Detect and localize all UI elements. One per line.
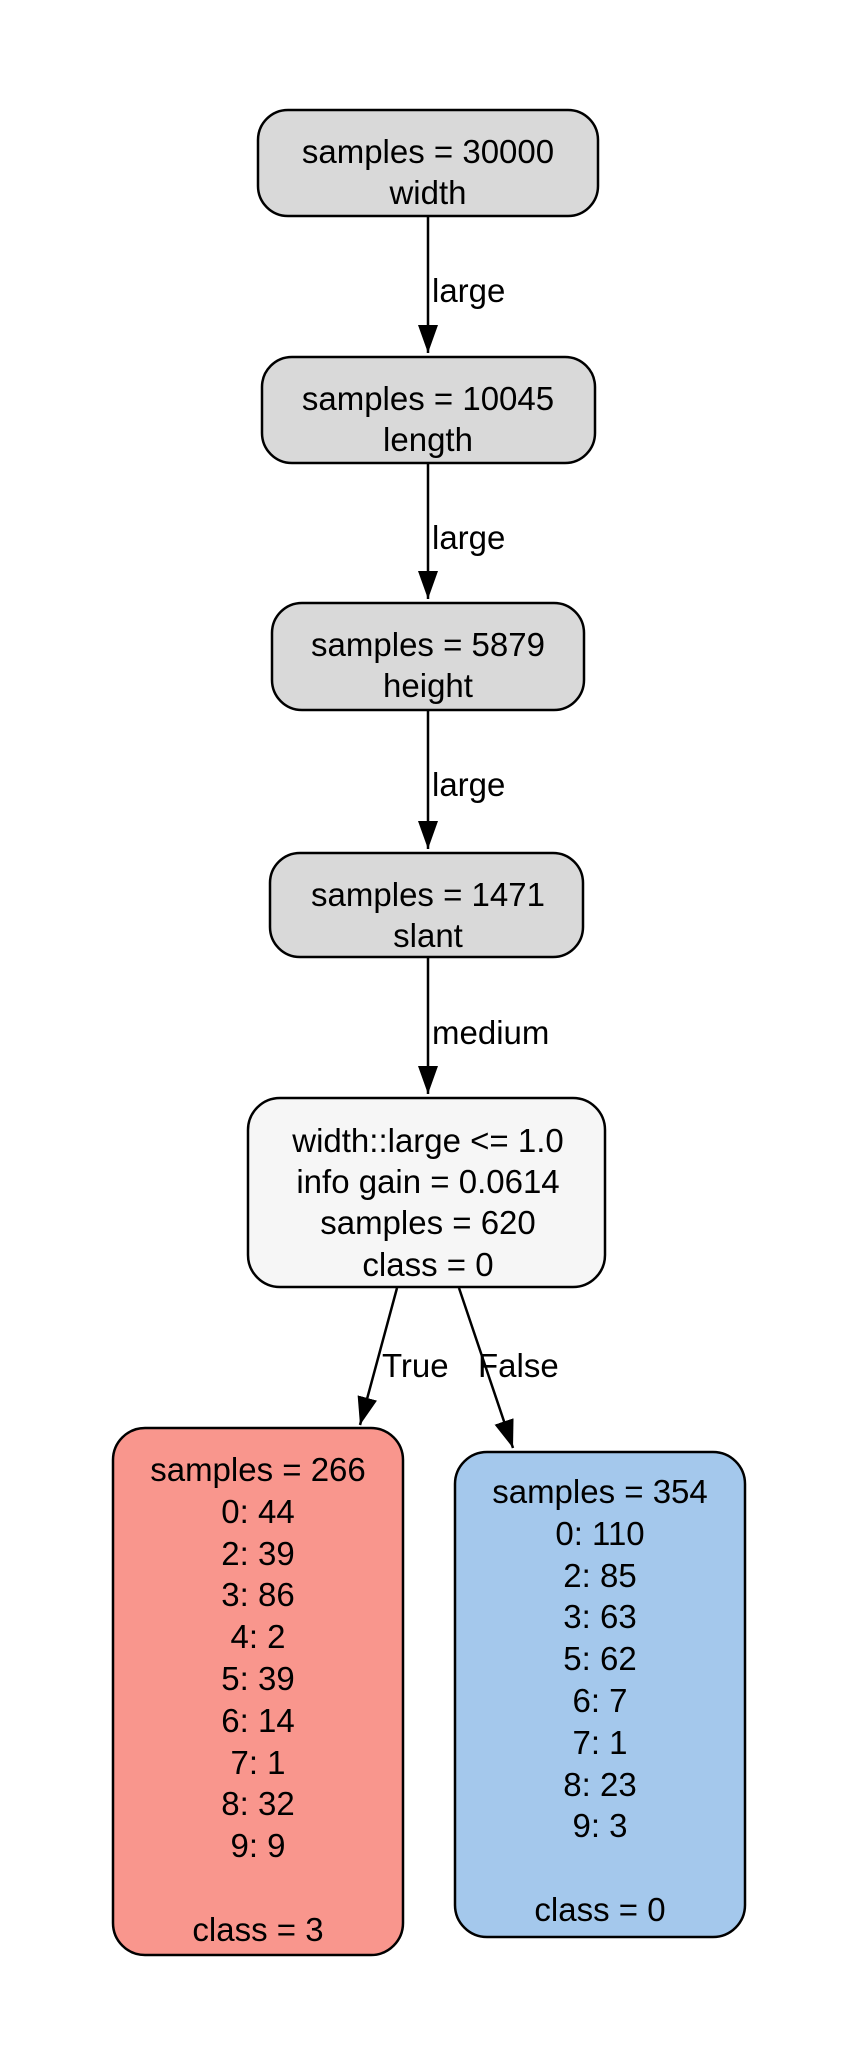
leaf-true-count: 8: 32 (221, 1785, 294, 1822)
node-root-feature: width (388, 174, 466, 211)
node-depth3-feature: slant (393, 917, 463, 954)
leaf-true-class: class = 3 (192, 1911, 323, 1948)
node-depth1-feature: length (383, 421, 473, 458)
leaf-false-samples: samples = 354 (492, 1473, 708, 1510)
node-depth1: samples = 10045 length (260, 355, 597, 465)
node-split-info-gain: info gain = 0.0614 (296, 1163, 559, 1200)
node-leaf-false-box (453, 1450, 747, 1939)
leaf-false-count: 7: 1 (572, 1724, 627, 1761)
node-split-condition: width::large <= 1.0 (291, 1122, 564, 1159)
node-root: samples = 30000 width (256, 108, 600, 218)
leaf-true-count: 4: 2 (230, 1618, 285, 1655)
edge-split-to-leaf-true (357, 1287, 399, 1426)
leaf-true-count: 5: 39 (221, 1660, 294, 1697)
edge-label-large-3: large (432, 766, 505, 803)
leaf-false-count: 6: 7 (572, 1682, 627, 1719)
leaf-true-samples: samples = 266 (150, 1451, 366, 1488)
node-depth3: samples = 1471 slant (268, 851, 585, 959)
node-root-box (256, 108, 600, 218)
leaf-false-count: 8: 23 (563, 1766, 636, 1803)
leaf-true-count: 3: 86 (221, 1576, 294, 1613)
node-leaf-true-box (111, 1426, 405, 1957)
leaf-false-count: 5: 62 (563, 1640, 636, 1677)
node-depth2: samples = 5879 height (270, 601, 586, 712)
node-depth3-samples: samples = 1471 (311, 876, 545, 913)
leaf-true-count: 0: 44 (221, 1493, 294, 1530)
node-depth2-samples: samples = 5879 (311, 626, 545, 663)
leaf-false-count: 2: 85 (563, 1557, 636, 1594)
edge-split-to-leaf-false (457, 1287, 515, 1449)
node-depth2-box (270, 601, 586, 712)
node-depth3-box (268, 851, 585, 959)
leaf-false-count: 0: 110 (555, 1515, 644, 1552)
leaf-true-count: 2: 39 (221, 1535, 294, 1572)
node-depth2-feature: height (383, 667, 473, 704)
leaf-true-count: 6: 14 (221, 1702, 294, 1739)
node-split-class: class = 0 (362, 1246, 493, 1283)
leaf-false-class: class = 0 (534, 1891, 665, 1928)
node-depth1-samples: samples = 10045 (302, 380, 554, 417)
edge-label-medium: medium (432, 1014, 549, 1051)
leaf-false-count: 3: 63 (563, 1598, 636, 1635)
edge-label-large-2: large (432, 519, 505, 556)
node-split: width::large <= 1.0 info gain = 0.0614 s… (246, 1096, 607, 1289)
node-split-box (246, 1096, 607, 1289)
node-split-samples: samples = 620 (320, 1204, 536, 1241)
node-leaf-true: samples = 266 0: 44 2: 39 3: 86 4: 2 5: … (111, 1426, 405, 1957)
node-leaf-false: samples = 354 0: 110 2: 85 3: 63 5: 62 6… (453, 1450, 747, 1939)
edge-label-large-1: large (432, 272, 505, 309)
leaf-true-count: 9: 9 (230, 1827, 285, 1864)
leaf-false-count: 9: 3 (572, 1807, 627, 1844)
edge-label-false: False (478, 1347, 559, 1384)
node-depth1-box (260, 355, 597, 465)
edge-label-true: True (382, 1347, 449, 1384)
node-root-samples: samples = 30000 (302, 133, 554, 170)
leaf-true-count: 7: 1 (230, 1744, 285, 1781)
edges: large large large medium True False (357, 216, 559, 1449)
